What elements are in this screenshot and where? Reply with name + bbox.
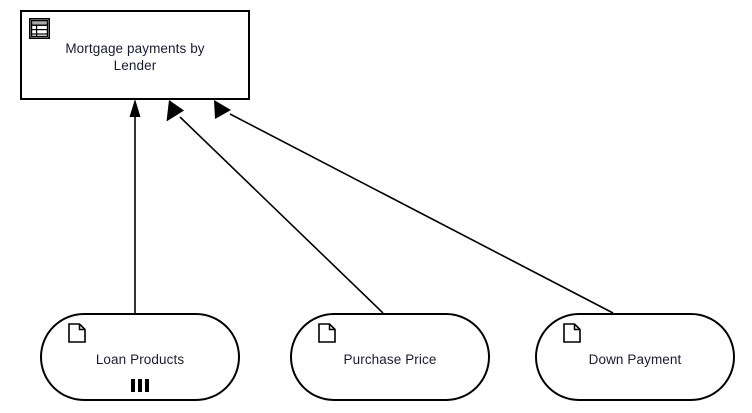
document-icon (68, 323, 86, 343)
node-mortgage-payments-by-lender[interactable]: Mortgage payments by Lender (20, 10, 250, 100)
edge-loan-products (129, 99, 141, 313)
multi-instance-marker (42, 379, 238, 392)
document-icon (563, 323, 581, 343)
node-label: Mortgage payments by Lender (65, 41, 205, 73)
edge-down-payment-line (229, 113, 614, 314)
node-label: Loan Products (95, 352, 185, 367)
edge-purchase-price (166, 100, 384, 314)
node-label: Purchase Price (343, 352, 437, 367)
multi-instance-bar (138, 379, 142, 392)
multi-instance-bar (145, 379, 149, 392)
node-label: Down Payment (588, 352, 682, 367)
edge-down-payment-arrowhead (214, 100, 231, 119)
table-icon (29, 18, 50, 39)
edge-purchase-price-arrowhead (166, 100, 184, 122)
node-loan-products[interactable]: Loan Products (40, 313, 240, 401)
multi-instance-bar (131, 379, 135, 392)
edge-loan-products-arrowhead (129, 99, 141, 117)
document-icon (318, 323, 336, 343)
edge-down-payment (214, 100, 614, 314)
node-down-payment[interactable]: Down Payment (535, 313, 735, 401)
edge-purchase-price-line (179, 116, 384, 314)
node-purchase-price[interactable]: Purchase Price (290, 313, 490, 401)
